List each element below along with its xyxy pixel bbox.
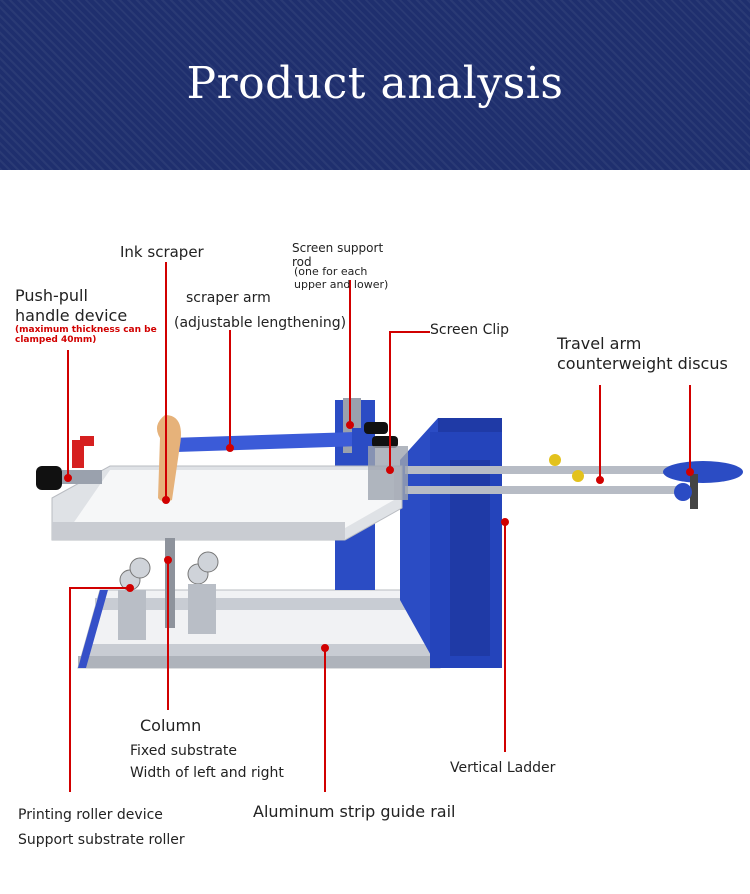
leader-lines — [64, 262, 694, 792]
label-fixed-substrate: Fixed substrate — [130, 743, 238, 759]
scraper-arm — [170, 422, 408, 500]
label-ink-scraper: Ink scraper — [120, 243, 204, 261]
label-travel-arm-2: counterweight discus — [557, 354, 728, 373]
label-travel-arm-1: Travel arm — [557, 334, 642, 353]
label-vertical-ladder: Vertical Ladder — [450, 760, 556, 776]
label-screen-support-rod-3: (one for each — [294, 265, 368, 278]
label-scraper-arm-note: (adjustable lengthening) — [174, 315, 347, 331]
machine-illustration — [36, 262, 743, 792]
label-screen-support-rod-2: rod — [292, 255, 312, 269]
product-diagram: Ink scraper Screen support rod (one for … — [0, 170, 750, 894]
header-banner: Product analysis — [0, 0, 750, 170]
label-column: Column — [140, 716, 202, 735]
travel-arm — [405, 454, 743, 509]
label-screen-support-rod-4: upper and lower) — [294, 278, 389, 291]
label-screen-clip: Screen Clip — [430, 322, 510, 338]
label-scraper-arm: scraper arm — [186, 290, 271, 306]
page-title: Product analysis — [186, 58, 564, 109]
label-screen-support-rod-1: Screen support — [292, 241, 384, 255]
label-push-pull-2: handle device — [15, 306, 128, 325]
label-support-roller: Support substrate roller — [18, 832, 185, 848]
label-push-pull-note-2: clamped 40mm) — [15, 335, 97, 345]
label-printing-roller: Printing roller device — [18, 807, 163, 823]
screen-tray — [51, 465, 403, 541]
label-width-left-right: Width of left and right — [130, 765, 284, 781]
label-push-pull-note-1: (maximum thickness can be — [15, 325, 157, 335]
ink-scraper — [156, 415, 181, 502]
label-push-pull-1: Push-pull — [15, 286, 88, 305]
label-aluminum-rail: Aluminum strip guide rail — [253, 802, 456, 821]
printing-roller-device — [118, 538, 219, 640]
push-pull-handle — [36, 436, 102, 490]
vertical-ladder — [400, 418, 502, 668]
